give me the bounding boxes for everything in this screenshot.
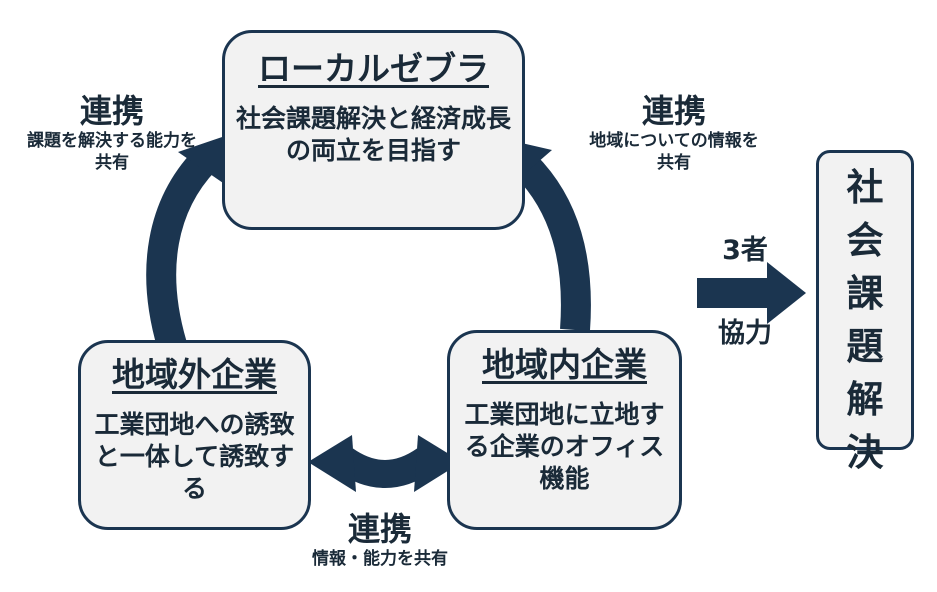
link-left-sub: 課題を解決する能力を共有: [27, 131, 197, 173]
social-solution-box: 社会課題解決: [816, 150, 914, 474]
link-label-left: 連携 課題を解決する能力を共有: [22, 92, 202, 174]
local-zebra-box: ローカルゼブラ 社会課題解決と経済成長の両立を目指す: [222, 30, 525, 230]
arrow-label-cooperation: 協力: [718, 318, 772, 349]
link-label-right: 連携 地域についての情報を共有: [588, 92, 760, 174]
arrowhead-to-solution: [767, 262, 806, 324]
local-zebra-body: 社会課題解決と経済成長の両立を目指す: [235, 104, 511, 165]
outside-company-box: 地域外企業 工業団地への誘致と一体して誘致する: [78, 340, 311, 530]
link-bottom-sub: 情報・能力を共有: [312, 549, 448, 569]
inside-company-box: 地域内企業 工業団地に立地する企業のオフィス機能: [447, 330, 682, 530]
outside-company-title: 地域外企業: [112, 355, 277, 394]
arrow-label-three-parties: 3者: [722, 235, 768, 266]
arrowhead-bottom-left: [308, 435, 356, 492]
arrow-to-solution-shaft: [697, 278, 769, 308]
inside-company-body: 工業団地に立地する企業のオフィス機能: [464, 400, 665, 493]
arrowhead-bottom-right: [414, 435, 462, 492]
arrow-inside-to-zebra: [514, 154, 591, 332]
social-solution-text: 社会課題解決: [846, 166, 884, 474]
link-left-head: 連携: [79, 92, 144, 130]
link-bottom-head: 連携: [347, 510, 412, 548]
outside-company-body: 工業団地への誘致と一体して誘致する: [94, 410, 295, 503]
link-right-sub: 地域についての情報を共有: [589, 131, 759, 173]
link-label-bottom: 連携 情報・能力を共有: [270, 510, 490, 570]
arrow-outside-inside: [336, 448, 434, 488]
link-right-head: 連携: [641, 92, 706, 130]
arrowhead-left-arc: [178, 135, 228, 185]
local-zebra-title: ローカルゼブラ: [258, 49, 489, 88]
inside-company-title: 地域内企業: [482, 345, 647, 384]
arrow-outside-to-zebra: [146, 149, 217, 350]
